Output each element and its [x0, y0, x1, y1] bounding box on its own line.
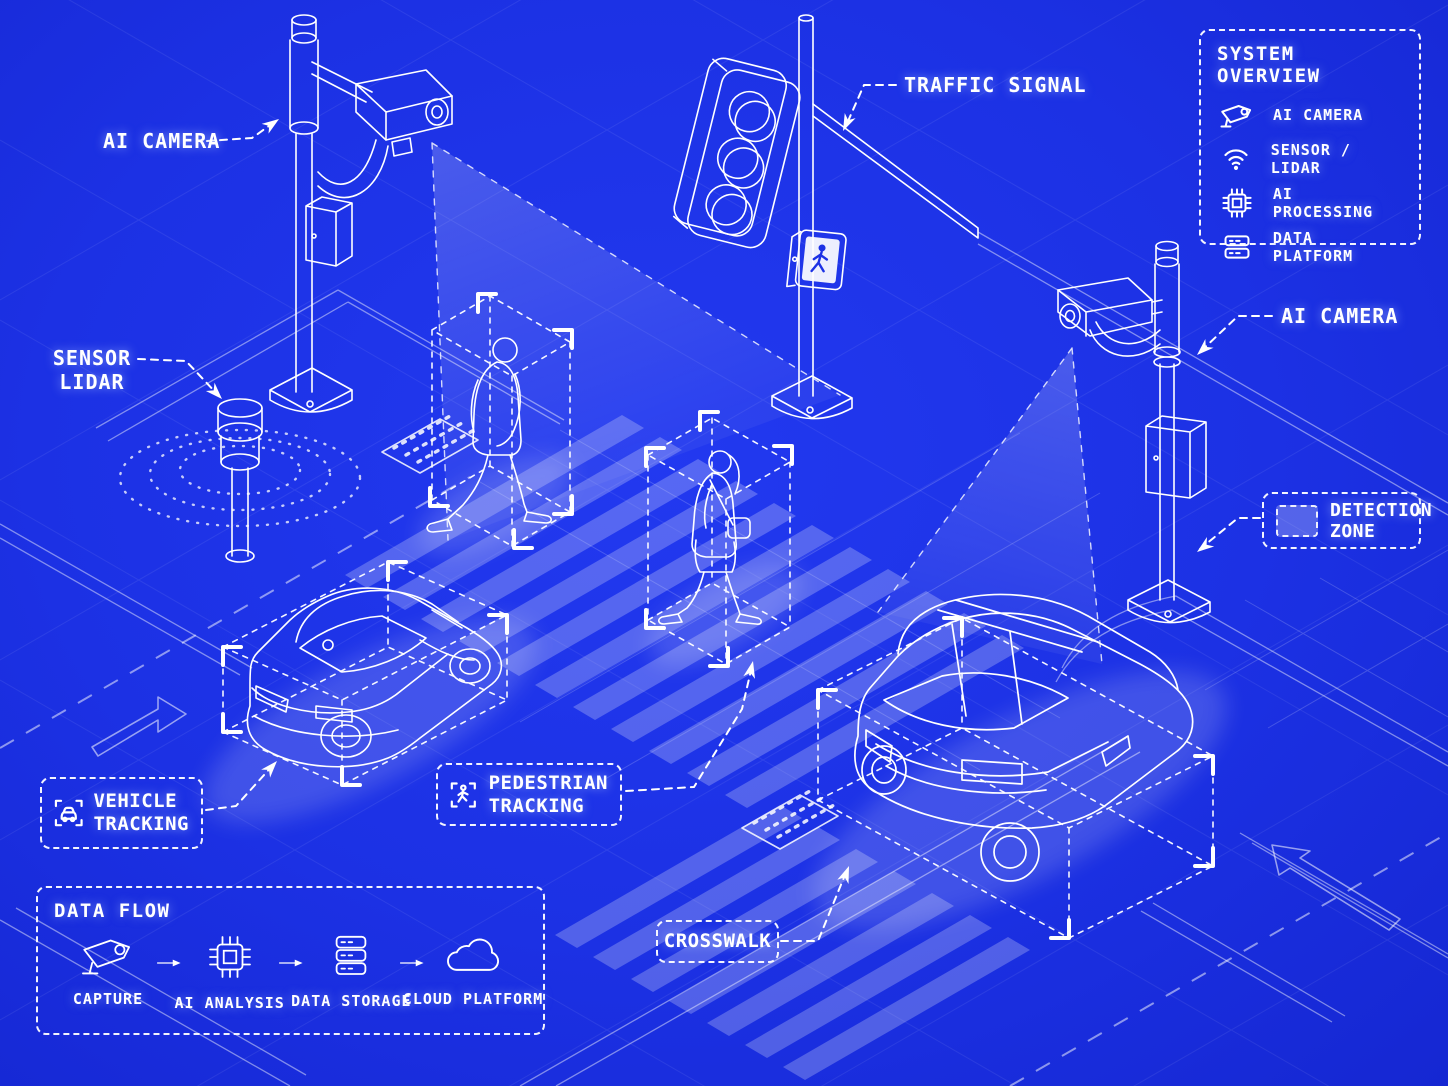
pedestrian-tracking-tag: PEDESTRIAN TRACKING [436, 763, 622, 826]
data-flow-step-capture: CAPTURE [60, 932, 156, 1008]
ai-camera-left-label: AI CAMERA [103, 129, 221, 153]
detection-zone-tag: DETECTION ZONE [1262, 492, 1432, 549]
chip-icon [205, 932, 255, 982]
system-overview-title: SYSTEM OVERVIEW [1217, 43, 1321, 87]
pedestrian-1 [426, 337, 552, 533]
lidar-sensor [118, 398, 362, 563]
flow-arrow-icon [278, 959, 303, 967]
vehicle-tracking-tag: VEHICLE TRACKING [40, 777, 203, 849]
data-flow-step-cloud-platform: CLOUD PLATFORM [403, 932, 542, 1008]
sedan-car [246, 587, 503, 768]
cloud-icon [440, 932, 506, 978]
pedestrian-tracking-line1: PEDESTRIAN [488, 771, 608, 794]
camera-view-cones [431, 142, 1103, 665]
leader-lines [137, 84, 1273, 942]
data-flow-title: DATA FLOW [54, 900, 171, 922]
road-arrows [91, 696, 1401, 931]
legend-row-ai-processing: AI PROCESSING [1217, 185, 1403, 221]
detection-zone-icon [1276, 504, 1318, 537]
tracking-brackets [221, 292, 1215, 940]
vehicle-tracking-line1: VEHICLE [93, 790, 178, 812]
data-flow-step-data-storage: DATA STORAGE [291, 932, 411, 1010]
sensor-icon [1219, 144, 1253, 170]
signal-head [672, 57, 801, 249]
detection-zone-line1: DETECTION [1330, 499, 1433, 521]
ai-camera-right-label: AI CAMERA [1281, 304, 1399, 328]
sensor-lidar-line1: SENSOR [52, 346, 132, 370]
leader-arrowheads [205, 113, 1215, 885]
vehicle-tracking-line2: TRACKING [93, 813, 189, 835]
traffic-signal [672, 14, 979, 420]
pedestrian-signal [786, 229, 847, 291]
drain-grate-2 [741, 789, 839, 850]
suv-car [854, 593, 1194, 882]
left-camera-pole [269, 14, 453, 413]
camera-icon [79, 932, 137, 978]
crosswalk-tag: CROSSWALK [656, 920, 779, 963]
traffic-signal-label: TRAFFIC SIGNAL [904, 73, 1087, 97]
system-overview-panel: SYSTEM OVERVIEW AI CAMERA SENSOR / LIDAR… [1199, 29, 1421, 265]
camera-icon [1219, 101, 1255, 129]
legend-row-sensor-lidar: SENSOR / LIDAR [1217, 141, 1403, 177]
crosswalk-label: CROSSWALK [663, 930, 772, 952]
walk-icon [810, 244, 829, 273]
data-flow-panel: DATA FLOW CAPTURE AI ANALYSIS DATA STORA… [36, 886, 545, 1035]
road-linework [0, 231, 1448, 1086]
legend-row-ai-camera: AI CAMERA [1217, 98, 1403, 131]
right-camera-pole [1057, 240, 1211, 624]
detection-zone-line2: ZONE [1330, 520, 1376, 542]
flow-arrow-icon [157, 959, 181, 967]
vehicle-tracking-icon [54, 791, 83, 835]
data-flow-step-ai-analysis: AI ANALYSIS [175, 932, 284, 1012]
pedestrian-2 [658, 450, 762, 625]
sensor-lidar-line2: LIDAR [59, 370, 125, 394]
sensor-lidar-label: SENSOR LIDAR [50, 346, 134, 394]
pedestrian-tracking-icon [450, 773, 477, 817]
flow-arrow-icon [400, 959, 424, 967]
drain-grate [381, 414, 479, 474]
chip-icon [1220, 186, 1254, 220]
legend-row-data-platform: DATA PLATFORM [1217, 229, 1403, 265]
server-icon [1219, 232, 1255, 262]
pedestrian-tracking-line2: TRACKING [488, 794, 585, 817]
server-icon [327, 932, 375, 980]
